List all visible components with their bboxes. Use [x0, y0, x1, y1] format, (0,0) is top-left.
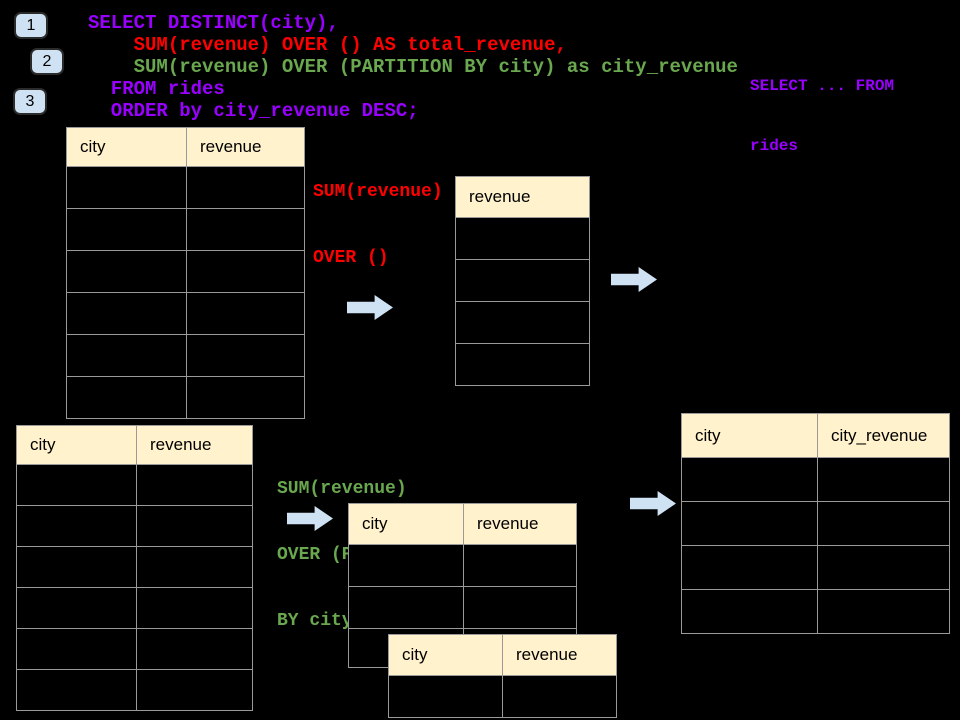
step-3-badge: 3 [13, 88, 47, 115]
column-header-city-revenue: city_revenue [817, 413, 950, 458]
side-note-line-1: SELECT ... FROM [750, 77, 895, 95]
table-cell [186, 334, 305, 377]
table-cell [16, 669, 137, 711]
table-cell [66, 292, 187, 335]
table-cell [681, 457, 818, 502]
table-row [681, 457, 950, 502]
table-row [66, 334, 305, 377]
table-row [16, 464, 253, 506]
source-table-bottom: city revenue [16, 425, 253, 711]
step-2-badge: 2 [30, 48, 64, 75]
column-header-revenue: revenue [502, 634, 617, 676]
table-cell [186, 208, 305, 251]
table-cell [502, 675, 617, 718]
table-cell [136, 464, 253, 506]
table-cell [66, 334, 187, 377]
table-cell [348, 544, 464, 587]
table-cell [681, 501, 818, 546]
table-cell [681, 545, 818, 590]
annotation-total-line-2: OVER () [313, 248, 389, 268]
column-header-revenue: revenue [186, 127, 305, 167]
table-cell [186, 292, 305, 335]
sql-line-select: SELECT DISTINCT(city), [88, 12, 339, 34]
table-row [66, 292, 305, 335]
table-row [348, 544, 577, 587]
table-cell [186, 250, 305, 293]
table-row [455, 217, 590, 260]
table-cell [16, 505, 137, 547]
table-row [681, 501, 950, 546]
total-revenue-table: revenue [455, 176, 590, 386]
column-header-city: city [681, 413, 818, 458]
table-row [16, 669, 253, 711]
table-cell [817, 501, 950, 546]
table-row [66, 166, 305, 209]
table-row [66, 376, 305, 419]
table-cell [66, 250, 187, 293]
column-header-revenue: revenue [136, 425, 253, 465]
source-table-top: city revenue [66, 127, 305, 419]
table-cell [136, 669, 253, 711]
step-1-badge: 1 [14, 12, 48, 39]
annotation-partition-line-1: SUM(revenue) [277, 479, 407, 499]
table-cell [136, 546, 253, 588]
table-cell [455, 343, 590, 386]
table-cell [66, 208, 187, 251]
side-note-line-2: rides [750, 137, 799, 155]
partition-table-front: city revenue [388, 634, 617, 718]
table-cell [817, 457, 950, 502]
column-header-revenue: revenue [455, 176, 590, 218]
table-row [455, 259, 590, 302]
table-cell [16, 628, 137, 670]
table-cell [463, 544, 577, 587]
table-cell [66, 166, 187, 209]
sql-line-total-revenue: SUM(revenue) OVER () AS total_revenue, [88, 34, 567, 56]
table-cell [348, 586, 464, 629]
table-row [681, 589, 950, 634]
sql-line-city-revenue: SUM(revenue) OVER (PARTITION BY city) as… [88, 56, 738, 78]
annotation-total-revenue: SUM(revenue) OVER () [313, 137, 443, 313]
table-cell [136, 505, 253, 547]
sql-code-block: SELECT DISTINCT(city), SUM(revenue) OVER… [88, 12, 738, 122]
table-cell [16, 546, 137, 588]
table-cell [16, 587, 137, 629]
table-cell [455, 217, 590, 260]
table-cell [463, 586, 577, 629]
table-cell [136, 628, 253, 670]
table-row [16, 505, 253, 547]
table-cell [388, 675, 503, 718]
table-cell [681, 589, 818, 634]
arrow-right-icon [611, 267, 657, 292]
table-row [455, 301, 590, 344]
table-cell [817, 589, 950, 634]
column-header-revenue: revenue [463, 503, 577, 545]
column-header-city: city [66, 127, 187, 167]
table-cell [817, 545, 950, 590]
arrow-right-icon [630, 491, 676, 516]
sql-line-from: FROM rides [88, 78, 225, 100]
table-cell [186, 166, 305, 209]
sql-side-note: SELECT ... FROM rides [750, 36, 894, 196]
output-table: city city_revenue [681, 413, 950, 634]
table-cell [455, 259, 590, 302]
table-cell [455, 301, 590, 344]
table-row [66, 208, 305, 251]
table-row [16, 546, 253, 588]
table-row [348, 586, 577, 629]
annotation-total-line-1: SUM(revenue) [313, 182, 443, 202]
table-row [66, 250, 305, 293]
sql-line-order-by: ORDER by city_revenue DESC; [88, 100, 419, 122]
table-row [16, 628, 253, 670]
column-header-city: city [348, 503, 464, 545]
table-row [681, 545, 950, 590]
table-cell [186, 376, 305, 419]
column-header-city: city [16, 425, 137, 465]
table-row [388, 675, 617, 718]
table-row [455, 343, 590, 386]
table-cell [136, 587, 253, 629]
table-cell [16, 464, 137, 506]
column-header-city: city [388, 634, 503, 676]
table-cell [66, 376, 187, 419]
table-row [16, 587, 253, 629]
